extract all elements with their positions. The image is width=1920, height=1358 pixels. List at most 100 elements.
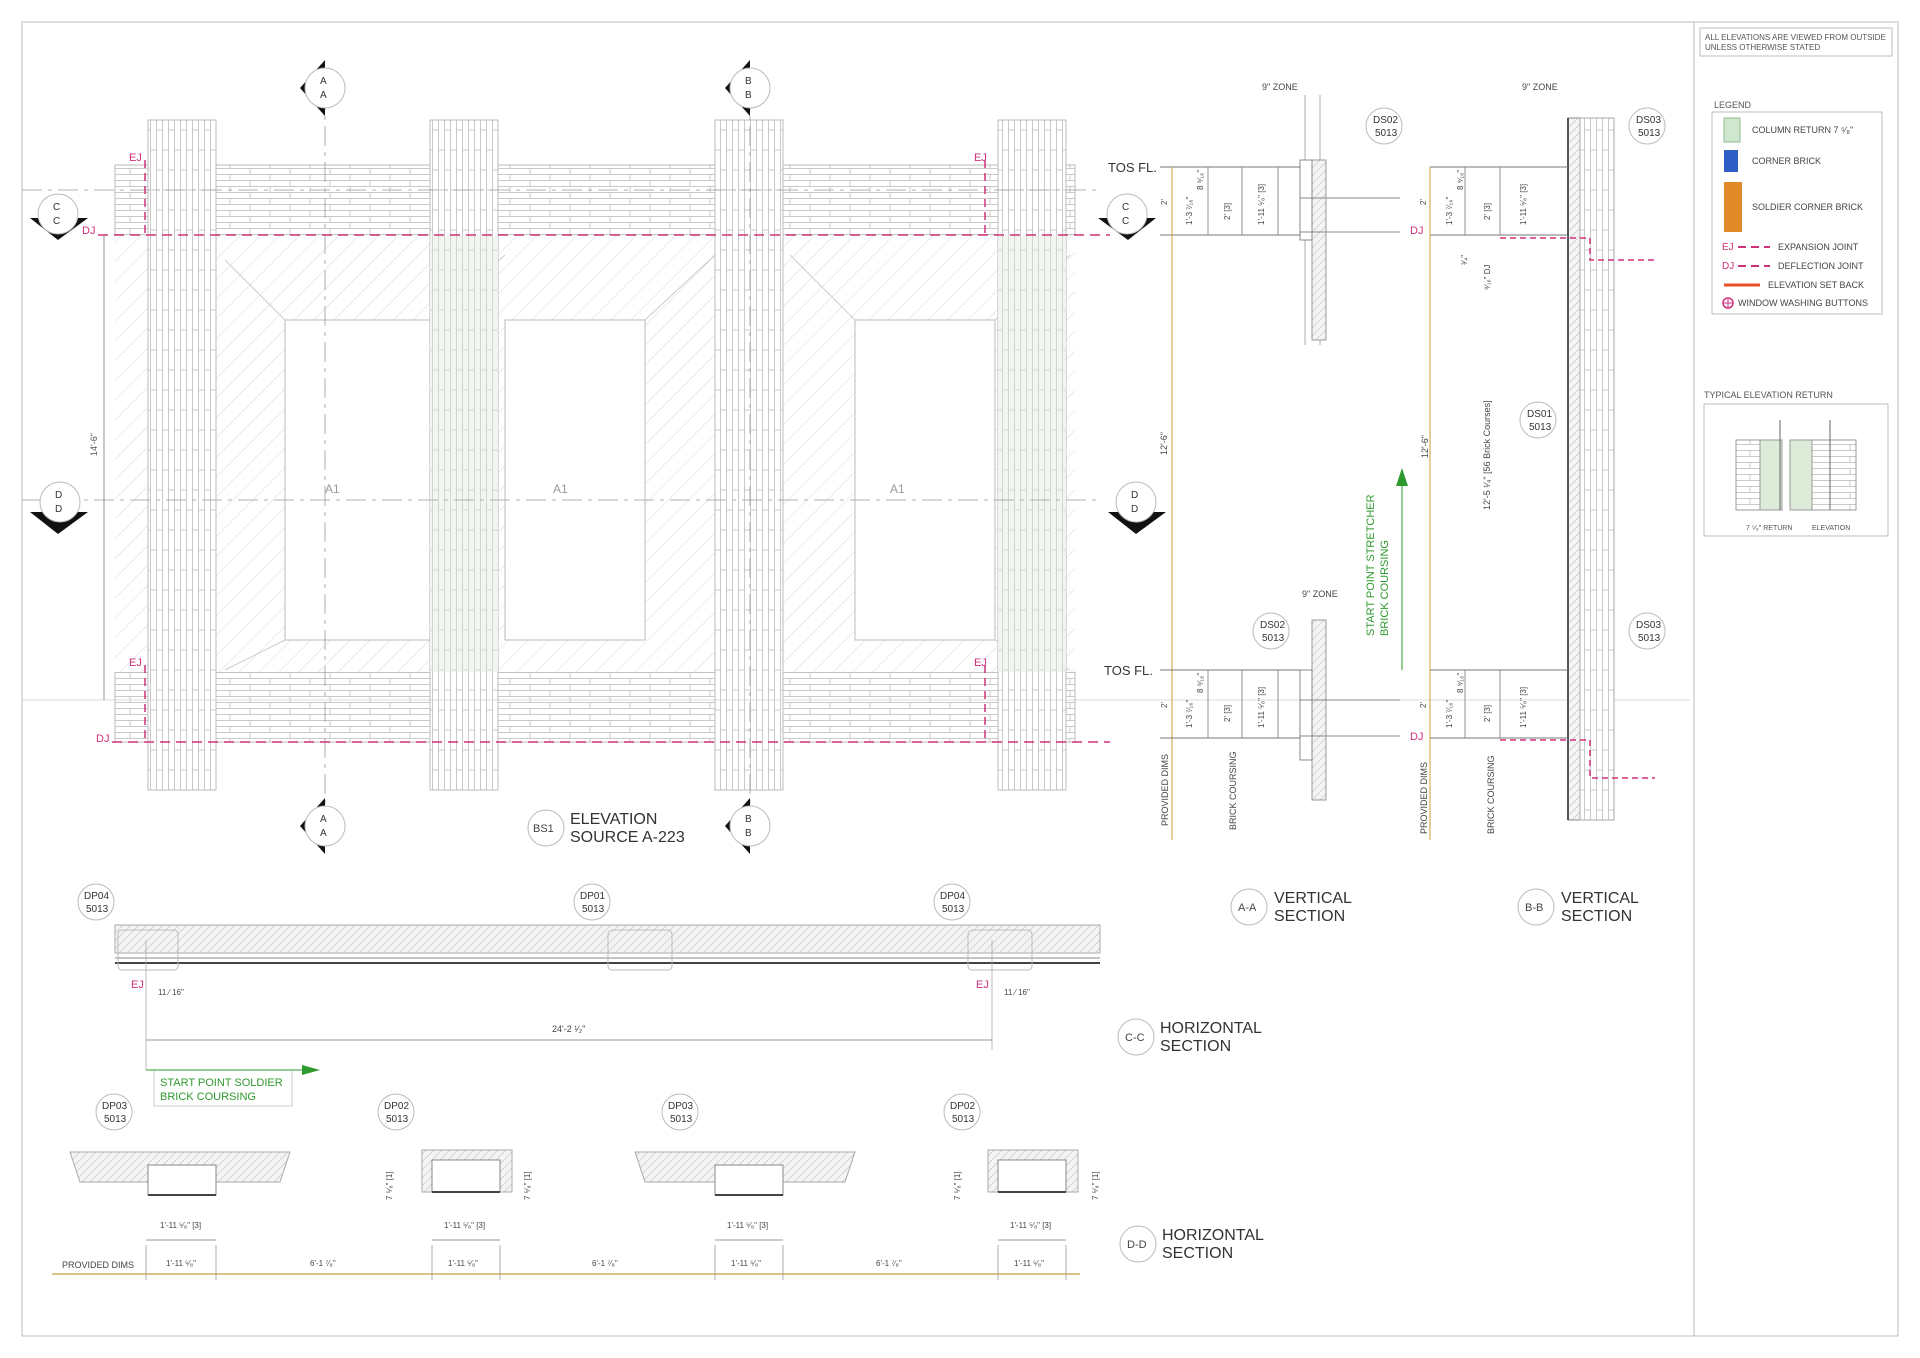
svg-text:D: D bbox=[1131, 490, 1138, 501]
provided-dims-label: PROVIDED DIMS bbox=[62, 1260, 134, 1270]
corner-brick-swatch bbox=[1724, 150, 1738, 172]
wall-assembly bbox=[1567, 117, 1581, 821]
svg-text:D: D bbox=[55, 490, 62, 501]
svg-text:A: A bbox=[320, 828, 327, 839]
section-tag: B-B bbox=[1525, 902, 1543, 914]
svg-text:B: B bbox=[745, 90, 752, 101]
detail-bubble bbox=[661, 1093, 699, 1131]
section-marker-d-left: D D bbox=[30, 481, 88, 534]
start-point-line-2: BRICK COURSING bbox=[1379, 540, 1391, 636]
dim-a: 1'-3 ⁷⁄₁₆" bbox=[1445, 700, 1454, 728]
legend-item-label: COLUMN RETURN 7 ⁵⁄₈" bbox=[1752, 125, 1853, 135]
svg-text:5013: 5013 bbox=[582, 904, 605, 915]
svg-text:5013: 5013 bbox=[942, 904, 965, 915]
ej-label: EJ bbox=[976, 979, 989, 991]
dim-d: 1'-11 ⁵⁄₈" [3] bbox=[1257, 687, 1266, 728]
detail-bubble bbox=[573, 883, 611, 921]
section-tag-bubble bbox=[1230, 888, 1268, 926]
svg-text:5013: 5013 bbox=[670, 1114, 693, 1125]
svg-text:DP01: DP01 bbox=[580, 891, 605, 902]
svg-text:5013: 5013 bbox=[1375, 128, 1398, 139]
dim-total: 12'-6" bbox=[1159, 432, 1169, 455]
window-panel bbox=[504, 319, 646, 641]
svg-text:C: C bbox=[53, 216, 60, 227]
typical-return-label-left: 7 ⁵⁄₈" RETURN bbox=[1746, 525, 1792, 532]
svg-text:5013: 5013 bbox=[1262, 633, 1285, 644]
section-marker-a-top: A A bbox=[300, 60, 346, 116]
dim-d: 1'-11 ⁵⁄₈" [3] bbox=[1257, 184, 1266, 225]
dim-small: 11 ⁄ 16" bbox=[158, 988, 184, 997]
dim-courses: 12'-5 ¹⁄₄" [56 Brick Courses] bbox=[1482, 400, 1492, 510]
detail-bubble bbox=[943, 1093, 981, 1131]
svg-text:DS02: DS02 bbox=[1260, 620, 1285, 631]
bottom-brick-band bbox=[114, 671, 1076, 743]
zone-label: 9" ZONE bbox=[1302, 589, 1338, 599]
legend-item-label: SOLDIER CORNER BRICK bbox=[1752, 202, 1863, 212]
soldier-corner-brick-swatch bbox=[1724, 182, 1742, 232]
detail-bubble bbox=[77, 883, 115, 921]
typical-elevation-return: TYPICAL ELEVATION RETURN 7 ⁵⁄₈" RETURN E… bbox=[1703, 390, 1889, 537]
section-tag: D-D bbox=[1127, 1239, 1147, 1251]
svg-text:DP03: DP03 bbox=[668, 1101, 693, 1112]
dj-label: DJ bbox=[1410, 731, 1423, 743]
zone-label: 9" ZONE bbox=[1522, 82, 1558, 92]
dim-gap: 6'-1 ⁷⁄₈" bbox=[592, 1259, 618, 1268]
dim-gap: 6'-1 ⁷⁄₈" bbox=[310, 1259, 336, 1268]
detail-bubble bbox=[1519, 401, 1557, 439]
section-tag: C-C bbox=[1125, 1032, 1145, 1044]
dim-b: 8 ⁹⁄₁₆" bbox=[1196, 170, 1205, 190]
dim-col: 1'-11 ⁵⁄₈" [3] bbox=[444, 1221, 485, 1230]
dim-col2: 1'-11 ⁵⁄₈" bbox=[1014, 1259, 1044, 1268]
svg-text:5013: 5013 bbox=[1638, 633, 1661, 644]
detail-bubble bbox=[95, 1093, 133, 1131]
detail-bubble bbox=[1628, 612, 1666, 650]
start-point-line-1: START POINT STRETCHER bbox=[1365, 494, 1377, 636]
dim-side: 7 ⁵⁄₈" [1] bbox=[1091, 1171, 1100, 1200]
dim-side: 7 ⁵⁄₈" [1] bbox=[953, 1171, 962, 1200]
svg-text:DP02: DP02 bbox=[384, 1101, 409, 1112]
panel-label: A1 bbox=[553, 482, 568, 496]
section-tag: A-A bbox=[1238, 902, 1257, 914]
svg-text:B: B bbox=[745, 828, 752, 839]
svg-text:5013: 5013 bbox=[86, 904, 109, 915]
tos-label: TOS FL. bbox=[1108, 160, 1157, 175]
column-plan bbox=[69, 1151, 291, 1196]
dj-label: DJ bbox=[1410, 225, 1423, 237]
dim-e: 2' bbox=[1160, 199, 1169, 205]
svg-text:5013: 5013 bbox=[1529, 422, 1552, 433]
svg-text:C: C bbox=[1122, 216, 1129, 227]
provided-dims-label: PROVIDED DIMS bbox=[1160, 754, 1170, 826]
dim-d: 1'-11 ⁵⁄₈" [3] bbox=[1519, 184, 1528, 225]
elevation-title-line-1: ELEVATION bbox=[570, 811, 657, 828]
provided-dims-label: PROVIDED DIMS bbox=[1419, 762, 1429, 834]
svg-text:A: A bbox=[320, 76, 327, 87]
start-arrow-icon bbox=[1396, 468, 1408, 486]
dim-d: 1'-11 ⁵⁄₈" [3] bbox=[1519, 687, 1528, 728]
dim-c: 2' [3] bbox=[1483, 705, 1492, 722]
section-marker-d-right: D D bbox=[1108, 481, 1166, 534]
section-title-line-2: SECTION bbox=[1274, 908, 1345, 925]
dim-c: 2' [3] bbox=[1483, 203, 1492, 220]
ej-label: EJ bbox=[974, 152, 987, 164]
svg-text:5013: 5013 bbox=[952, 1114, 975, 1125]
section-marker-c-right: C C bbox=[1098, 193, 1156, 240]
dim-col2: 1'-11 ⁵⁄₈" bbox=[731, 1259, 761, 1268]
dim-col: 1'-11 ⁵⁄₈" [3] bbox=[160, 1221, 201, 1230]
svg-text:DS02: DS02 bbox=[1373, 115, 1398, 126]
legend-title: LEGEND bbox=[1714, 100, 1752, 110]
legend-item-label: DEFLECTION JOINT bbox=[1778, 261, 1864, 271]
column-plan bbox=[634, 1151, 856, 1196]
section-cc: DP04 5013 DP01 5013 DP04 5013 EJ EJ 11 ⁄… bbox=[77, 883, 1262, 1107]
legend: LEGEND COLUMN RETURN 7 ⁵⁄₈" CORNER BRICK… bbox=[1711, 100, 1883, 315]
section-dd: DP03 5013 DP02 5013 DP03 5013 DP02 5013 … bbox=[52, 1093, 1264, 1280]
dim-col: 1'-11 ⁵⁄₈" [3] bbox=[727, 1221, 768, 1230]
notes-line-2: UNLESS OTHERWISE STATED bbox=[1705, 43, 1820, 52]
dim-three-quarter: ³⁄₄" bbox=[1460, 255, 1469, 265]
start-point-line-1: START POINT SOLDIER bbox=[160, 1077, 283, 1089]
notes-line-1: ALL ELEVATIONS ARE VIEWED FROM OUTSIDE bbox=[1705, 33, 1886, 42]
svg-text:C: C bbox=[53, 202, 60, 213]
detail-bubble bbox=[1628, 107, 1666, 145]
column-plan bbox=[987, 1149, 1079, 1193]
dim-total: 24'-2 ¹⁄₂" bbox=[552, 1024, 585, 1034]
section-tag-bubble bbox=[1119, 1225, 1157, 1263]
